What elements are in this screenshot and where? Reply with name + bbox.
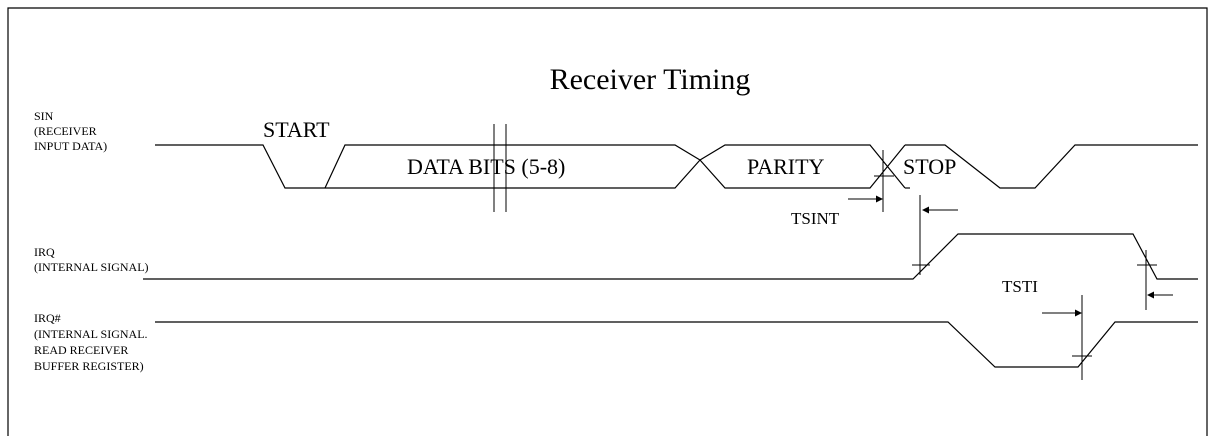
irq-n-trace: [155, 321, 1198, 368]
irq-n-label-line-1: IRQ#: [34, 311, 61, 325]
sin-stop-trace: [905, 144, 1198, 189]
sin-parity-lower-trace: [699, 144, 906, 189]
sin-label-line-3: INPUT DATA): [34, 139, 107, 153]
tsint-label: TSINT: [791, 209, 840, 228]
data-bits-break-mark: [486, 124, 514, 212]
irq-trace: [143, 233, 1198, 280]
irq-n-label-line-2: (INTERNAL SIGNAL.: [34, 327, 148, 341]
sin-data-lower-trace: [325, 159, 701, 189]
data-bits-label: DATA BITS (5-8): [407, 154, 565, 179]
start-label: START: [263, 117, 330, 142]
sin-label-line-2: (RECEIVER: [34, 124, 97, 138]
stop-label: STOP: [903, 154, 956, 179]
sin-label-line-1: SIN: [34, 109, 54, 123]
tsti-label: TSTI: [1002, 277, 1038, 296]
sin-waveform: [155, 144, 1198, 189]
diagram-title: Receiver Timing: [550, 63, 751, 96]
irq-n-label-line-4: BUFFER REGISTER): [34, 359, 144, 373]
irq-label-line-2: (INTERNAL SIGNAL): [34, 260, 149, 274]
irq-n-waveform: [155, 321, 1198, 368]
tsint-marker: [848, 150, 958, 275]
diagram-border: [7, 7, 1208, 436]
sin-label: SIN (RECEIVER INPUT DATA): [34, 109, 107, 153]
irq-label: IRQ (INTERNAL SIGNAL): [34, 245, 149, 274]
irq-label-line-1: IRQ: [34, 245, 55, 259]
irq-n-label: IRQ# (INTERNAL SIGNAL. READ RECEIVER BUF…: [34, 311, 151, 373]
irq-n-label-line-3: READ RECEIVER: [34, 343, 128, 357]
sin-start-bit-trace: [155, 144, 325, 189]
irq-waveform: [143, 233, 1198, 310]
tsti-marker: [1042, 295, 1092, 380]
parity-label: PARITY: [747, 154, 825, 179]
